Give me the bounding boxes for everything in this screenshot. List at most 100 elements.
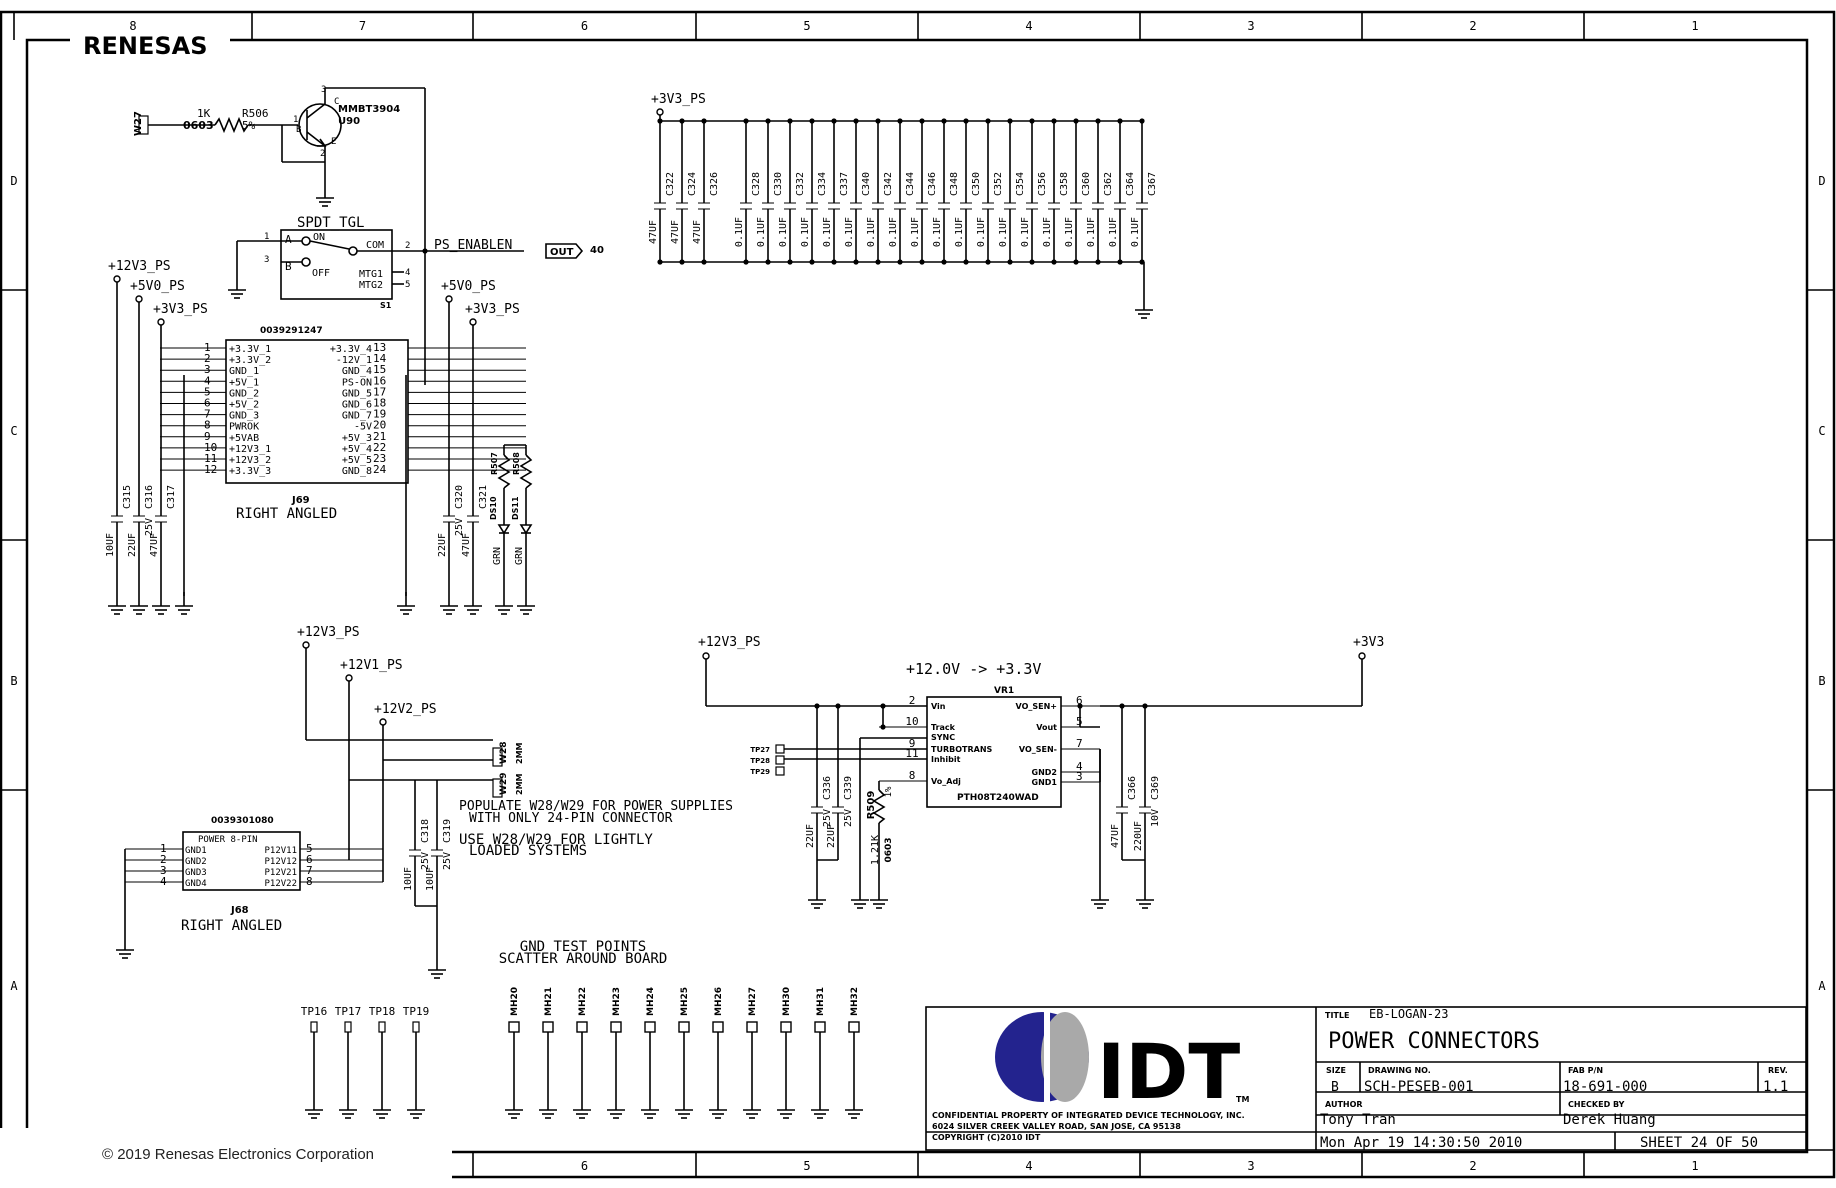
mounting-hole [814, 1021, 826, 1033]
label: W28 [499, 742, 509, 764]
cap-ref: C356 [1037, 172, 1048, 196]
wire [309, 240, 350, 250]
label: MH23 [612, 987, 622, 1016]
cap-value: 0.1UF [932, 217, 943, 247]
cap-value: 0.1UF [1086, 217, 1097, 247]
label: REV. [1768, 1066, 1788, 1075]
rail-terminal [656, 108, 664, 116]
junction-dot [1073, 118, 1079, 124]
label: 3 [321, 85, 326, 95]
label: 22 [373, 441, 386, 454]
j69-body [225, 339, 409, 484]
label: +12.0V -> +3.3V [906, 660, 1041, 678]
cap-voltage: 25V [822, 809, 833, 827]
cap-ref: C369 [1150, 776, 1161, 800]
rail-terminal [345, 674, 353, 682]
label: 0603 [183, 119, 214, 132]
label: 2 [405, 241, 410, 251]
label: SHEET 24 OF 50 [1640, 1135, 1758, 1151]
label: GND1 [185, 846, 207, 856]
label: Mon Apr 19 14:30:50 2010 [1320, 1135, 1522, 1151]
label: PWROK [229, 422, 259, 433]
cap-ref: C336 [822, 776, 833, 800]
junction-dot [875, 259, 881, 265]
label: +12V3_1 [229, 444, 271, 455]
label: MTG2 [359, 280, 383, 291]
idt-logo-swoosh [1041, 1012, 1089, 1102]
label: 16 [373, 374, 386, 387]
label: TP18 [369, 1005, 396, 1018]
label: 6024 SILVER CREEK VALLEY ROAD, SAN JOSE,… [932, 1122, 1181, 1131]
label: GND_6 [342, 400, 372, 411]
label: CONFIDENTIAL PROPERTY OF INTEGRATED DEVI… [932, 1111, 1245, 1120]
cap-value: 47UF [461, 533, 472, 557]
label: TP17 [335, 1005, 362, 1018]
cap-value: 0.1UF [1020, 217, 1031, 247]
cap-value: 0.1UF [976, 217, 987, 247]
label: 10 [905, 715, 918, 728]
label: GND_7 [342, 411, 372, 422]
mounting-hole [576, 1021, 588, 1033]
junction-dot [657, 259, 663, 265]
label: J69 [291, 495, 310, 506]
label: 2MM [515, 742, 524, 764]
cap-ref: C339 [843, 776, 854, 800]
cap-value: 0.1UF [910, 217, 921, 247]
label: 3 [264, 255, 269, 265]
junction-dot [1117, 259, 1123, 265]
cap-ref: C320 [454, 485, 465, 509]
junction-dot [897, 259, 903, 265]
junction-dot [1051, 259, 1057, 265]
cap-ref: C367 [1147, 172, 1158, 196]
label: SPDT_TGL [297, 215, 364, 231]
cap-ref: C350 [971, 172, 982, 196]
junction-dot [1029, 259, 1035, 265]
rail-terminal [1358, 652, 1366, 660]
label: 4 [405, 268, 410, 278]
label: GRN [514, 547, 525, 565]
j68-body [182, 831, 301, 891]
label: GRN [492, 547, 503, 565]
idt-logo-text: IDT [1097, 1027, 1240, 1116]
renesas-logo: RENESAS [83, 32, 208, 60]
label: AUTHOR [1325, 1100, 1363, 1109]
label: RIGHT ANGLED [181, 918, 282, 934]
label: 0039291247 [260, 326, 323, 336]
label: A [285, 233, 292, 246]
label: 5% [242, 119, 256, 132]
logo-backdrop [70, 30, 230, 62]
label: LOADED SYSTEMS [469, 843, 587, 859]
mounting-hole [508, 1021, 520, 1033]
junction-dot [963, 118, 969, 124]
switch-contact [301, 236, 311, 246]
cap-ref: C328 [751, 172, 762, 196]
label: 3 [1076, 770, 1083, 783]
label: 1% [884, 786, 894, 797]
zone-letter: D [10, 174, 17, 188]
label: +12V2_PS [374, 702, 437, 717]
junction-dot [1007, 259, 1013, 265]
label: 1 [264, 232, 269, 242]
junction-dot [679, 118, 685, 124]
label: +3V3_PS [465, 302, 520, 317]
junction-dot [1117, 118, 1123, 124]
label: 2 [320, 149, 325, 159]
zone-number: 8 [129, 19, 136, 33]
zone-number: 1 [1691, 1159, 1698, 1173]
label: MH32 [850, 987, 860, 1016]
label: GND4 [185, 879, 207, 889]
zone-number: 4 [1025, 1159, 1032, 1173]
copyright-notice: © 2019 Renesas Electronics Corporation [102, 1146, 375, 1163]
cap-voltage: 25V [442, 852, 453, 870]
label: J68 [230, 905, 249, 916]
zone-letter: C [10, 424, 17, 438]
label: 17 [373, 385, 386, 398]
label: MH30 [782, 987, 792, 1016]
label: P12V21 [264, 868, 297, 878]
label: R509 [866, 791, 877, 820]
wire [317, 138, 327, 147]
cap-ref: C344 [905, 172, 916, 196]
